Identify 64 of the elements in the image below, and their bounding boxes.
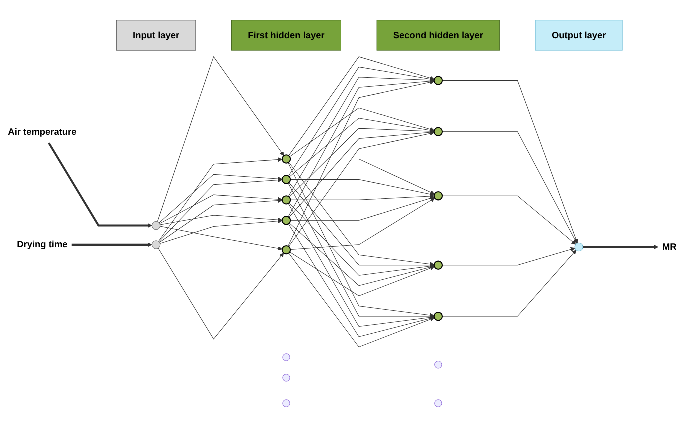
arrow (72, 242, 152, 248)
node-circle (434, 127, 444, 136)
arrow (290, 252, 435, 296)
arrow (160, 194, 283, 224)
arrow (288, 253, 435, 348)
node-circle (434, 191, 444, 201)
arrow (160, 226, 283, 251)
node-circle (282, 245, 292, 255)
arrow (288, 182, 435, 268)
arrow (157, 56, 284, 222)
node-text: MR (662, 242, 677, 252)
arrow (158, 178, 283, 242)
node-circle (434, 260, 444, 270)
node-text: Drying time (17, 240, 68, 250)
node-circle (282, 196, 292, 205)
node-text: Air temperature (8, 126, 77, 138)
arrow (160, 215, 283, 226)
arrow (442, 196, 576, 245)
arrow (160, 219, 283, 244)
arrow (290, 194, 435, 200)
arrow (289, 223, 435, 286)
arrow (288, 131, 435, 247)
node-circle (574, 242, 584, 252)
node-circle (282, 354, 290, 362)
node-circle (282, 175, 292, 184)
node-circle (282, 400, 290, 408)
node-circle (434, 76, 444, 86)
arrow (158, 158, 283, 242)
arrow (290, 179, 435, 197)
node-circle (434, 361, 442, 369)
arrow (288, 203, 435, 328)
arrow (583, 244, 659, 250)
arrow (288, 79, 435, 218)
node-circle (152, 240, 161, 250)
node-box: Input layer (116, 20, 196, 51)
node-circle (282, 216, 292, 226)
arrow (442, 250, 577, 317)
arrow (442, 132, 578, 244)
node-circle (282, 154, 292, 164)
arrow (290, 198, 436, 250)
node-circle (434, 400, 442, 408)
arrow (288, 56, 435, 156)
arrow (289, 128, 435, 198)
arrow (159, 198, 283, 243)
arrow (288, 162, 435, 267)
arrow (48, 142, 152, 228)
node-box: First hidden layer (232, 20, 342, 51)
arrow (288, 224, 435, 338)
node-circle (282, 374, 290, 382)
arrow (158, 248, 284, 340)
arrow (288, 77, 435, 197)
node-box: Output layer (535, 20, 623, 51)
arrow (288, 80, 435, 247)
arrow (159, 174, 283, 224)
node-circle (434, 312, 444, 322)
arrow (288, 66, 435, 177)
arrow (442, 247, 576, 266)
arrow (288, 130, 435, 218)
arrow (290, 196, 435, 221)
node-box: Second hidden layer (376, 20, 500, 51)
arrow (442, 80, 578, 244)
arrow (290, 108, 435, 158)
arrow (290, 159, 435, 195)
node-circle (152, 221, 161, 230)
